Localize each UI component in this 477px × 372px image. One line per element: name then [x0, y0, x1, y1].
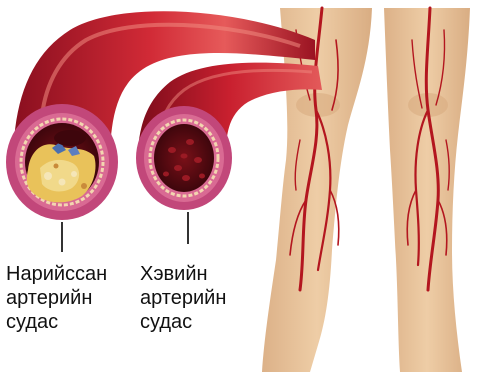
narrowed-artery-label: Нарийссан артерийн судас: [6, 262, 107, 334]
narrowed-artery-label-line-2: артерийн: [6, 286, 107, 310]
narrowed-artery-label-line-1: Нарийссан: [6, 262, 107, 286]
healthy-artery-label-line-1: Хэвийн: [140, 262, 226, 286]
healthy-artery-label-line-2: артерийн: [140, 286, 226, 310]
artery-cross-section-plaque-icon: [6, 104, 118, 220]
narrowed-artery-label-line-3: судас: [6, 310, 107, 334]
legs-with-arteries-icon: [262, 8, 470, 372]
healthy-artery-label: Хэвийн артерийн судас: [140, 262, 226, 334]
artery-cross-section-icon: [136, 106, 232, 210]
healthy-artery-label-line-3: судас: [140, 310, 226, 334]
